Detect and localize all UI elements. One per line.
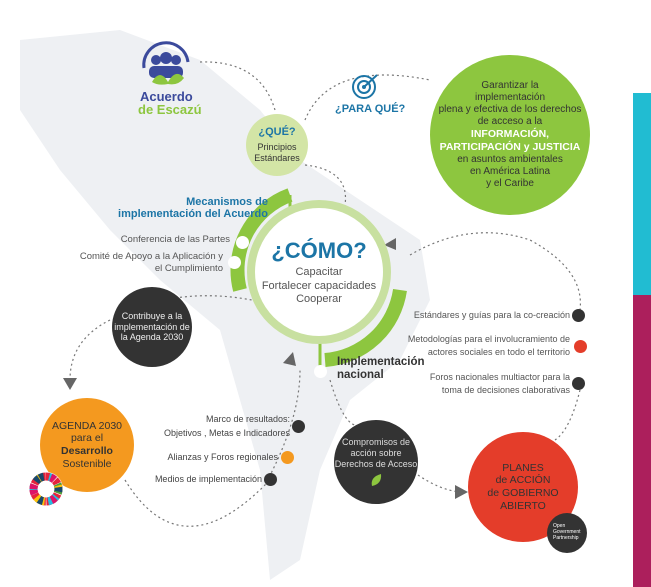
- mecanismos-dot: [228, 256, 241, 269]
- goal-line: implementación: [474, 92, 546, 104]
- connector-national: [409, 232, 581, 311]
- national-item-line: toma de decisiones claborativas: [441, 385, 570, 395]
- goal-bold: INFORMACIÓN,: [470, 128, 550, 141]
- goal-circle: Garantizar la implementación plena y efe…: [430, 55, 590, 215]
- agenda-line: Sostenible: [62, 457, 112, 470]
- escazu-logo-icon: [142, 41, 190, 85]
- implementacion-dot: [314, 365, 327, 378]
- mecanismos-item-line: Comité de Apoyo a la Aplicación y: [79, 251, 223, 262]
- como-line: Capacitar: [295, 266, 343, 279]
- que-line: Principios: [257, 142, 297, 153]
- ogp-line: Partnership: [553, 535, 579, 541]
- connector-regional: [124, 369, 301, 527]
- ogp-line: Government: [553, 529, 581, 535]
- connector-que-goal: [304, 74, 431, 121]
- regional-item: Marco de resultados: Objetivos , Metas e…: [120, 412, 290, 440]
- mecanismos-item: Comité de Apoyo a la Aplicación y el Cum…: [40, 251, 223, 275]
- arrow-left-icon: [384, 238, 396, 250]
- planes-line: de ACCIÓN: [495, 474, 551, 487]
- goal-line: en asuntos ambientales: [457, 153, 563, 165]
- national-item: Estándares y guías para la co-creación: [413, 310, 570, 320]
- mecanismos-item-line: el Cumplimiento: [154, 263, 223, 274]
- national-item-line: Foros nacionales multiactor para la: [429, 372, 570, 382]
- regional-item-dot: [264, 473, 277, 486]
- national-item: Metodologías para el involucramiento de …: [380, 333, 570, 359]
- goal-line: Garantizar la: [481, 80, 539, 92]
- connector-compromisos-planes: [417, 474, 461, 493]
- goal-line: plena y efectiva de los derechos: [438, 104, 582, 116]
- como-title: ¿CÓMO?: [271, 238, 367, 264]
- map-silhouette: [20, 30, 430, 580]
- para-que-title: ¿PARA QUÉ?: [335, 103, 406, 115]
- compromisos-circle: Compromisos de acción sobre Derechos de …: [334, 420, 418, 504]
- como-line: Fortalecer capacidades: [261, 279, 377, 292]
- leaf-icon: [371, 473, 382, 486]
- planes-line: ABIERTO: [500, 499, 546, 512]
- mecanismos-item: Conferencia de las Partes: [120, 234, 230, 245]
- contribuye-circle: Contribuye a la implementación de la Age…: [112, 287, 192, 367]
- regional-item-dot: [281, 451, 294, 464]
- como-circle: ¿CÓMO? Capacitar Fortalecer capacidades …: [247, 200, 391, 344]
- compromisos-line: acción sobre: [350, 448, 402, 459]
- national-item-dot: [572, 309, 585, 322]
- logo-line2: de Escazú: [138, 102, 202, 117]
- que-line: Estándares: [254, 153, 300, 164]
- compromisos-line: Compromisos de: [341, 437, 411, 448]
- connector-que-como: [304, 164, 347, 206]
- connector-contribuye-agenda: [69, 319, 111, 381]
- planes-line: PLANES: [502, 461, 544, 474]
- regional-item: Medios de implementación: [154, 474, 262, 484]
- regional-item: Alianzas y Foros regionales: [167, 452, 278, 462]
- contribuye-line: Contribuye a la: [121, 310, 183, 321]
- que-circle: ¿QUÉ? Principios Estándares: [246, 114, 308, 176]
- logo-line1: Acuerdo: [140, 89, 193, 104]
- goal-line: de acceso a la: [477, 116, 543, 128]
- mecanismos-arc: [230, 188, 293, 292]
- connector-contribuye-como: [174, 295, 291, 311]
- arrow-up-icon: [283, 352, 296, 366]
- connector-to-planes: [554, 389, 581, 441]
- national-item-line: Metodologías para el involucramiento de: [407, 334, 570, 344]
- national-item-dot: [572, 377, 585, 390]
- planes-line: de GOBIERNO: [487, 487, 559, 499]
- ogp-logo: Open Government Partnership: [547, 513, 587, 553]
- target-icon: [352, 74, 378, 99]
- contribuye-line: la Agenda 2030: [120, 332, 184, 343]
- implementacion-arc: [324, 288, 407, 367]
- planes-circle: PLANES de ACCIÓN de GOBIERNO ABIERTO: [468, 432, 578, 542]
- que-title: ¿QUÉ?: [258, 126, 296, 139]
- national-item-dot: [574, 340, 587, 353]
- arrow-right-icon: [455, 485, 468, 499]
- ogp-line: Open: [553, 523, 566, 529]
- mecanismos-dot: [236, 236, 249, 249]
- connector-logo-que: [199, 61, 276, 111]
- mecanismos-title: Mecanismos de implementación del Acuerdo: [100, 196, 268, 220]
- agenda-line: para el: [70, 432, 104, 445]
- regional-item-dot: [292, 420, 305, 433]
- agenda-line: AGENDA 2030: [51, 419, 123, 432]
- mecanismos-title-line: implementación del Acuerdo: [118, 208, 268, 220]
- mecanismos-title-line: Mecanismos de: [186, 196, 268, 208]
- regional-item-line: Marco de resultados:: [205, 414, 290, 424]
- goal-line: en América Latina: [469, 165, 551, 177]
- implementacion-title-line: nacional: [337, 369, 384, 381]
- goal-line: y el Caribe: [486, 177, 534, 189]
- side-bar-teal: [633, 93, 651, 295]
- implementacion-title: Implementación nacional: [337, 356, 425, 382]
- sdg-wheel-icon: [29, 472, 63, 506]
- agenda-line: Desarrollo: [61, 445, 113, 457]
- arrow-down-icon: [63, 378, 77, 390]
- national-item: Foros nacionales multiactor para la toma…: [380, 371, 570, 397]
- contribuye-line: implementación de: [114, 321, 190, 332]
- national-item-line: actores sociales en todo el territorio: [427, 347, 570, 357]
- implementacion-title-line: Implementación: [337, 356, 425, 368]
- regional-item-line: Objetivos , Metas e Indicadores: [163, 428, 290, 438]
- side-bar-magenta: [633, 295, 651, 587]
- compromisos-line: Derechos de Acceso: [334, 458, 418, 469]
- como-line: Cooperar: [296, 292, 342, 305]
- goal-bold: PARTICIPACIÓN y JUSTICIA: [439, 141, 581, 153]
